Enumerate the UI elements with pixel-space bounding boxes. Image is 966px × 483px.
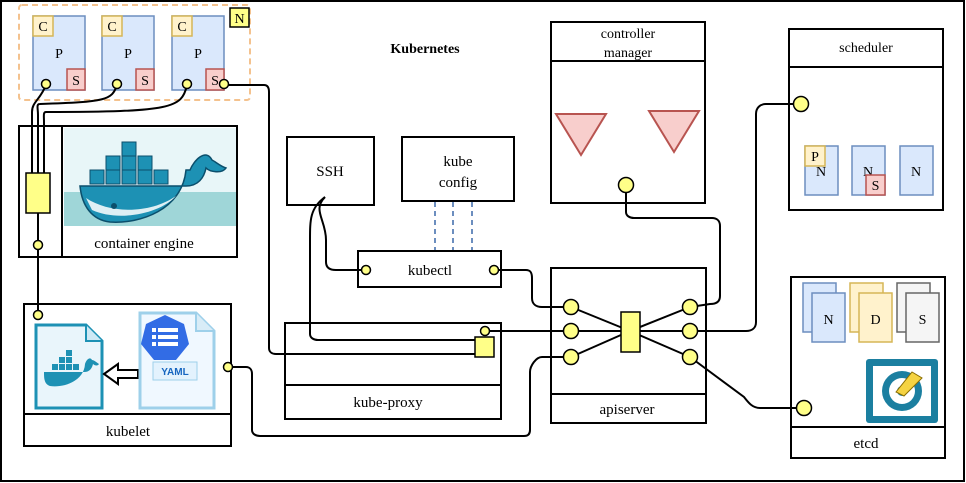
pod-1: C P S xyxy=(32,15,86,91)
kube-proxy-plug xyxy=(474,336,495,358)
etcd-deployments-front xyxy=(858,292,893,343)
pod-3-port xyxy=(181,78,193,90)
controller-manager-label-line2: manager xyxy=(604,46,653,61)
controller-manager-port xyxy=(617,176,635,194)
etcd-label: etcd xyxy=(854,436,879,452)
pod-2: C P S xyxy=(101,15,155,91)
ssh-box xyxy=(286,136,375,206)
yaml-file-icon: YAML xyxy=(138,311,216,410)
pod-3-container-label: C xyxy=(177,20,186,35)
etcd-disk-icon xyxy=(866,359,938,423)
pod-2-container-label: C xyxy=(107,20,116,35)
diagram-title: Kubernetes xyxy=(390,42,460,57)
pod-3-container xyxy=(171,15,193,37)
container-engine: container engine xyxy=(18,125,238,258)
scheduler-node-1-label: N xyxy=(816,165,826,180)
scheduler-port xyxy=(792,95,810,113)
kube-proxy-port xyxy=(479,325,491,337)
apiserver-hub xyxy=(620,311,641,353)
kubeconfig: kube config xyxy=(401,136,515,202)
etcd-services-front xyxy=(905,292,940,343)
apiserver-left-port-1 xyxy=(562,298,580,316)
container-engine-port xyxy=(32,239,44,251)
apiserver-left-port-3 xyxy=(562,348,580,366)
pod-3-label: P xyxy=(194,47,202,62)
kubeconfig-label-line1: kube xyxy=(443,154,473,170)
kubectl-left-port xyxy=(360,264,372,276)
scheduler-node-3-label: N xyxy=(911,165,921,180)
etcd: etcd N D S xyxy=(790,276,946,459)
etcd-nodes-front xyxy=(811,292,846,343)
kubeconfig-box xyxy=(401,136,515,202)
scheduler-node-3 xyxy=(899,145,934,196)
scheduler: scheduler N P N S N xyxy=(788,28,944,211)
node-badge xyxy=(229,7,250,28)
pod-1-sidecar-label: S xyxy=(72,74,80,89)
controller-manager: controller manager xyxy=(550,21,706,204)
kubelet-engine-port xyxy=(32,309,44,321)
kubelet: kubelet xyxy=(23,303,232,447)
left-arrow-icon xyxy=(102,362,139,386)
etcd-services-label: S xyxy=(919,313,927,328)
kubectl-right-port xyxy=(488,264,500,276)
node-badge-label: N xyxy=(234,12,244,27)
scheduler-node-2-label: N xyxy=(863,165,873,180)
pod-1-container-label: C xyxy=(38,20,47,35)
kube-proxy: kube-proxy xyxy=(284,322,502,420)
pods-dashed-frame xyxy=(18,4,251,101)
scheduler-label: scheduler xyxy=(839,41,893,56)
docker-file-icon xyxy=(34,323,104,410)
apiserver: apiserver xyxy=(550,267,707,424)
pod-1-label: P xyxy=(55,47,63,62)
pod-2-label: P xyxy=(124,47,132,62)
pod-1-container xyxy=(32,15,54,37)
pod-2-sidecar xyxy=(135,68,155,91)
kubectl-box xyxy=(357,250,502,288)
kubeconfig-label-line2: config xyxy=(439,175,478,191)
apiserver-right-port-1 xyxy=(681,298,699,316)
ports xyxy=(32,78,813,417)
scheduler-node-2-sidecar-label: S xyxy=(872,179,880,194)
kube-proxy-label: kube-proxy xyxy=(353,395,423,411)
etcd-nodes-label: N xyxy=(823,313,833,328)
pod-1-sidecar xyxy=(66,68,86,91)
ssh: SSH xyxy=(286,136,375,206)
connection-wires xyxy=(31,84,804,437)
ssh-label: SSH xyxy=(316,164,344,180)
scheduler-pending-pod-label: P xyxy=(811,150,819,165)
apiserver-right-port-2 xyxy=(681,322,699,340)
apiserver-hub-lines xyxy=(570,306,691,358)
controller-manager-label-line1: controller xyxy=(601,27,656,42)
kubelet-api-port xyxy=(222,361,234,373)
scheduler-pending-pod xyxy=(804,145,826,167)
docker-whale-icon xyxy=(64,128,236,226)
container-engine-label: container engine xyxy=(94,236,194,252)
kubelet-label: kubelet xyxy=(106,424,151,440)
scheduler-node-2-sidecar xyxy=(865,174,886,196)
kubectl: kubectl xyxy=(357,250,502,288)
pod-3: C P S xyxy=(171,15,225,91)
apiserver-right-port-3 xyxy=(681,348,699,366)
apiserver-left-port-2 xyxy=(562,322,580,340)
pod-3-sidecar-label: S xyxy=(211,74,219,89)
pod-2-container xyxy=(101,15,123,37)
pod-3-sidecar-port xyxy=(218,78,230,90)
etcd-port xyxy=(795,399,813,417)
controller-triangle-right xyxy=(647,110,701,154)
container-engine-plug xyxy=(25,172,51,214)
pod-2-sidecar-label: S xyxy=(141,74,149,89)
apiserver-label: apiserver xyxy=(600,402,655,418)
yaml-label: YAML xyxy=(161,367,188,378)
controller-triangle-left xyxy=(554,113,608,157)
pod-2-port xyxy=(111,78,123,90)
pods-group: C P S C P S C P S N xyxy=(18,4,251,101)
etcd-deployments-label: D xyxy=(870,313,880,328)
kubectl-label: kubectl xyxy=(408,263,452,279)
pod-1-port xyxy=(40,78,52,90)
kubeconfig-kubectl-links xyxy=(434,202,473,251)
